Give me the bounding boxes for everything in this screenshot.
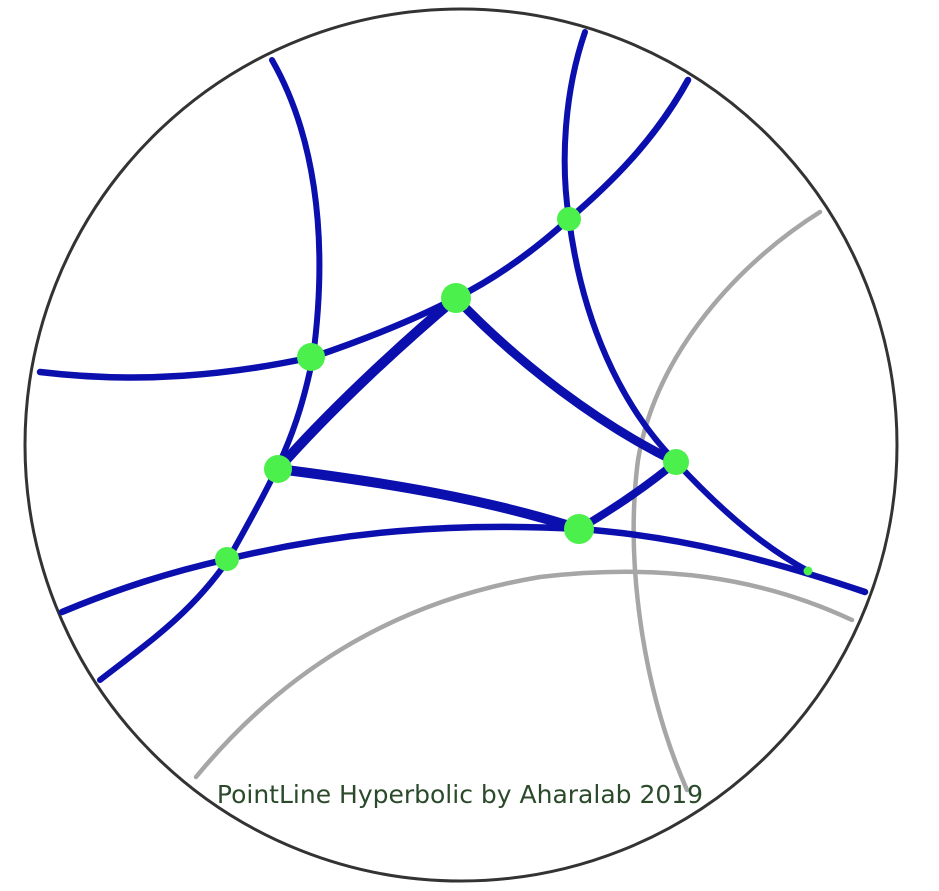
disk-boundary: [23, 7, 899, 883]
point: [441, 283, 471, 313]
point: [297, 343, 325, 371]
blue-edge-456-676: [451, 293, 681, 467]
point: [803, 566, 813, 576]
point: [557, 207, 581, 231]
blue-geodesic-bottom-arc: [58, 523, 869, 616]
point: [564, 514, 594, 544]
blue-edge-278-456: [273, 293, 461, 474]
gray-geodesic-right: [631, 209, 823, 793]
gray-geodesic-bottom: [193, 569, 855, 780]
point: [215, 547, 239, 571]
caption: PointLine Hyperbolic by Aharalab 2019: [217, 780, 703, 809]
blue-geodesic-top-arc: [36, 76, 692, 381]
blue-edge-579-676: [575, 458, 680, 533]
blue-edge-278-579: [273, 464, 584, 534]
point: [663, 449, 689, 475]
point: [264, 455, 292, 483]
blue-geodesic-right-vertical: [561, 29, 811, 574]
blue-geodesic-left-vertical: [97, 57, 323, 683]
